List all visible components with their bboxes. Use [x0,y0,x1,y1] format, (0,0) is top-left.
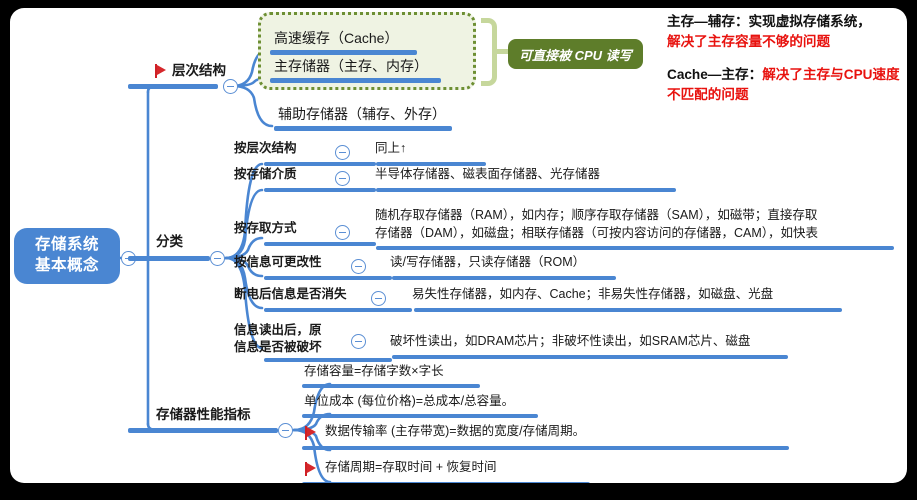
node-label-cache[interactable]: 高速缓存（Cache） [274,30,399,46]
row-value-bar-1 [376,162,486,166]
node-bar-main-memory [270,78,441,83]
group-bracket [481,18,497,86]
row-value-volatility[interactable]: 易失性存储器，如内存、Cache；非易失性存储器，如磁盘、光盘 [412,287,774,301]
perf-bar-2 [302,414,538,418]
branch-label-performance[interactable]: 存储器性能指标 [156,407,251,422]
perf-item-data-rate[interactable]: 数据传输率 (主存带宽)=数据的宽度/存储周期。 [325,424,586,438]
note-1-red: 解决了主存容量不够的问题 [667,33,831,49]
row-value-bar-3 [376,246,894,250]
root-line-1: 存储系统 [34,236,99,254]
node-bar-aux-memory [274,126,452,131]
hierarchy-collapse-toggle[interactable] [223,79,238,94]
branch-bar-hierarchy [128,84,218,89]
branch-label-classification[interactable]: 分类 [156,234,183,249]
row-key-bar-6 [264,358,392,362]
row-value-bar-2 [376,188,676,192]
node-label-main-memory[interactable]: 主存储器（主存、内存） [274,58,428,74]
row-key-bar-5 [264,308,412,312]
row-value-by-mutability[interactable]: 读/写存储器，只读存储器（ROM） [390,255,586,269]
perf-item-storage-cycle[interactable]: 存储周期=存取时间 + 恢复时间 [325,460,497,474]
group-bracket-stem [495,49,509,54]
row-key-destructive-read-line2[interactable]: 信息是否被破坏 [234,340,322,354]
perf-bar-3 [302,446,789,450]
row-toggle-3[interactable] [335,225,350,240]
perf-bar-1 [302,384,480,388]
note-2: Cache—主存：解决了主存与CPU速度不匹配的问题 [667,65,907,104]
row-key-by-medium[interactable]: 按存储介质 [234,167,297,181]
perf-item-capacity[interactable]: 存储容量=存储字数×字长 [304,364,444,378]
row-key-bar-4 [264,276,392,280]
flag-icon-hierarchy [155,64,168,78]
row-toggle-5[interactable] [371,291,386,306]
row-toggle-2[interactable] [335,171,350,186]
row-value-by-hierarchy[interactable]: 同上↑ [375,141,407,155]
row-toggle-4[interactable] [351,259,366,274]
row-value-by-medium[interactable]: 半导体存储器、磁表面存储器、光存储器 [375,167,601,181]
row-key-bar-2 [264,188,376,192]
mindmap-canvas[interactable]: 存储系统 基本概念 层次结构 可直接被 CPU 读写 高速缓存（Cache） 主… [10,8,907,483]
callout-cpu-readwrite[interactable]: 可直接被 CPU 读写 [508,39,643,69]
row-toggle-6[interactable] [351,334,366,349]
row-key-by-mutability[interactable]: 按信息可更改性 [234,255,322,269]
classification-collapse-toggle[interactable] [210,251,225,266]
node-label-aux-memory[interactable]: 辅助存储器（辅存、外存） [278,106,446,122]
branch-label-hierarchy[interactable]: 层次结构 [172,63,226,78]
note-2-plain: Cache—主存： [667,67,763,83]
row-value-bar-6 [392,355,788,359]
perf-item-unit-cost[interactable]: 单位成本 (每位价格)=总成本/总容量。 [304,394,515,408]
row-key-bar-3 [264,242,376,246]
flag-icon-storage-cycle [305,462,318,476]
performance-collapse-toggle[interactable] [278,423,293,438]
row-value-destructive-read[interactable]: 破坏性读出，如DRAM芯片；非破坏性读出，如SRAM芯片、磁盘 [390,334,751,348]
root-node[interactable]: 存储系统 基本概念 [14,228,120,284]
root-line-2: 基本概念 [34,257,99,274]
row-key-by-hierarchy[interactable]: 按层次结构 [234,141,297,155]
row-key-by-access[interactable]: 按存取方式 [234,221,297,235]
perf-bar-4 [302,482,590,483]
flag-icon-data-rate [305,426,318,440]
screenshot-frame: 存储系统 基本概念 层次结构 可直接被 CPU 读写 高速缓存（Cache） 主… [10,8,907,483]
row-value-by-access-line2[interactable]: 存储器（DAM），如磁盘；相联存储器（可按内容访问的存储器，CAM），如快表 [375,226,819,240]
row-key-destructive-read-line1[interactable]: 信息读出后，原 [234,323,322,337]
row-value-by-access-line1[interactable]: 随机存取存储器（RAM），如内存；顺序存取存储器（SAM），如磁带；直接存取 [375,208,818,222]
note-1: 主存—辅存：实现虚拟存储系统， 解决了主存容量不够的问题 [667,12,907,51]
row-value-bar-4 [392,276,616,280]
row-key-bar-1 [264,162,376,166]
node-bar-cache [270,50,417,55]
branch-bar-performance [128,428,278,433]
branch-bar-classification [128,256,210,261]
note-1-plain: 主存—辅存：实现虚拟存储系统， [667,14,871,29]
annotation-notes: 主存—辅存：实现虚拟存储系统， 解决了主存容量不够的问题 Cache—主存：解决… [667,12,907,119]
row-key-volatility[interactable]: 断电后信息是否消失 [234,287,347,301]
row-toggle-1[interactable] [335,145,350,160]
row-value-bar-5 [414,308,842,312]
note-2-red: 解决了主存与CPU速度不匹配的问题 [667,67,900,103]
